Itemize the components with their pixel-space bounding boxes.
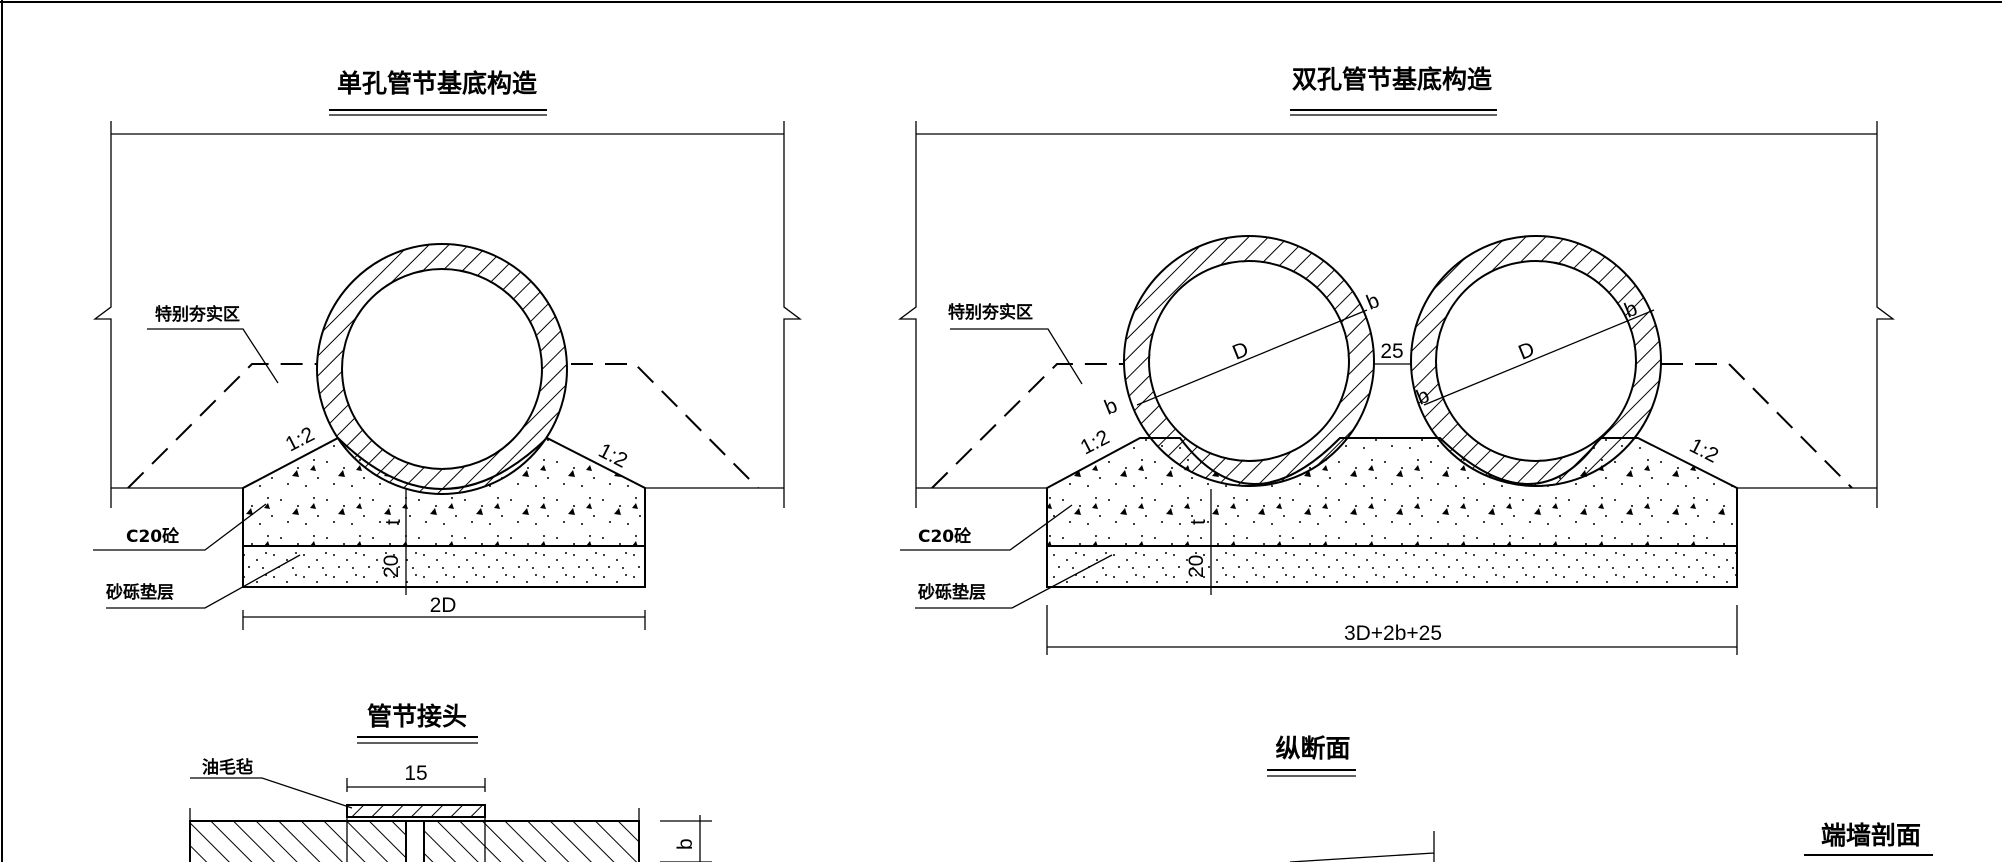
leader-compaction <box>147 328 279 384</box>
pipe-outer-right <box>1410 235 1662 487</box>
pipe-outer-left <box>1123 235 1375 487</box>
pipe-inner <box>341 268 543 470</box>
dim-b: b <box>1101 394 1120 420</box>
dim-t: t <box>382 519 405 525</box>
double-title: 双孔管节基底构造 <box>1292 65 1492 94</box>
single-pipe-section: 单孔管节基底构造 t 20 1:2 1:2 2D 特别夯实区 C20砼 砂砾垫层 <box>93 69 802 630</box>
double-pipe-section: 双孔管节基底构造 D D b b b b 25 t 20 1:2 1:2 3D+… <box>898 65 1895 655</box>
label-gravel: 砂砾垫层 <box>106 582 174 603</box>
label-felt: 油毛毡 <box>202 757 253 778</box>
leader-gravel <box>915 554 1113 609</box>
dim-D-left: D <box>1229 338 1252 365</box>
gravel-cushion <box>1046 545 1738 588</box>
dim-15: 15 <box>404 762 427 785</box>
label-compaction-zone: 特别夯实区 <box>155 304 240 325</box>
dim-D-right: D <box>1515 338 1538 365</box>
dim-line-15 <box>346 778 486 792</box>
dim-line-width <box>1046 605 1738 655</box>
pipe-wall-right <box>1411 236 1661 486</box>
label-compaction-zone: 特别夯实区 <box>948 302 1033 323</box>
pipe-joint-section: 管节接头 油毛毡 15 b <box>189 702 712 862</box>
pipe-inner-right <box>1435 260 1637 462</box>
compaction-zone-outline <box>127 363 759 489</box>
compaction-zone-outline <box>931 363 1853 489</box>
dim-t: t <box>1187 519 1210 525</box>
label-c20-concrete: C20砼 <box>126 526 180 547</box>
felt-strip <box>346 804 486 818</box>
longitudinal-section: 纵断面 <box>1267 734 1435 862</box>
leader-felt <box>190 777 353 809</box>
single-title: 单孔管节基底构造 <box>337 69 537 98</box>
leader-compaction <box>950 328 1083 385</box>
dim-line-b <box>660 815 712 862</box>
slope-right: 1:2 <box>1686 434 1722 468</box>
gravel-cushion <box>242 545 646 588</box>
leader-concrete <box>93 503 267 551</box>
joint-gap <box>405 820 425 862</box>
dim-line-diameter <box>1136 309 1655 406</box>
pipe-wall-left <box>1124 236 1374 486</box>
label-gravel: 砂砾垫层 <box>918 582 986 603</box>
longitudinal-outline <box>1289 831 1435 862</box>
dim-width: 3D+2b+25 <box>1344 622 1442 645</box>
joint-title: 管节接头 <box>367 702 467 731</box>
dim-width: 2D <box>430 594 457 617</box>
endwall-section: 端墙剖面 <box>1804 821 1933 856</box>
leader-concrete <box>900 504 1073 551</box>
pipe-outer <box>316 243 568 495</box>
leader-gravel <box>106 554 301 609</box>
dim-line-width <box>242 610 646 630</box>
trench-frame <box>93 121 802 508</box>
trench-frame <box>898 121 1895 508</box>
pipe-inner-left <box>1148 260 1350 462</box>
longitudinal-title: 纵断面 <box>1275 734 1350 763</box>
c20-concrete-base <box>1046 437 1738 547</box>
dim-20: 20 <box>1185 555 1208 578</box>
label-c20-concrete: C20砼 <box>918 526 972 547</box>
endwall-title: 端墙剖面 <box>1821 821 1921 850</box>
dim-20: 20 <box>380 555 403 578</box>
dim-b: b <box>674 838 697 850</box>
dim-gap: 25 <box>1380 340 1403 363</box>
pipe-wall <box>317 244 567 494</box>
